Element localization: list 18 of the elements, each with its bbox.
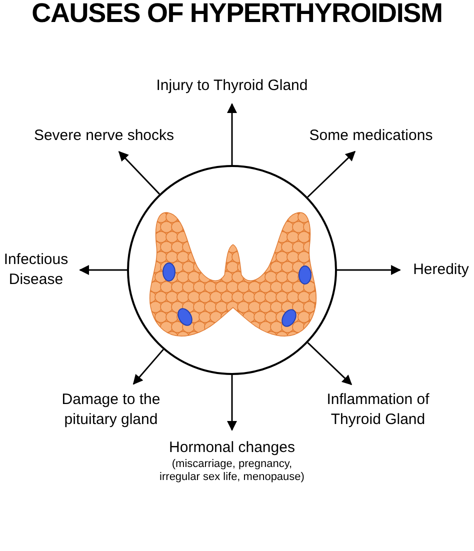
cause-label: Damage to the pituitary gland [60,390,162,430]
cause-label: Hormonal changes [169,438,295,458]
cause-label: Inflammation of Thyroid Gland [326,390,430,430]
cause-label: Heredity [413,260,469,280]
arrow [227,375,237,431]
cause-label: Infectious Disease [2,250,70,290]
arrow [337,265,401,275]
title: CAUSES OF HYPERTHYROIDISM [32,0,442,27]
arrow [307,150,356,198]
cause-label: Injury to Thyroid Gland [156,76,308,96]
cause-label: Severe nerve shocks [34,126,174,146]
arrow [118,151,160,195]
arrow [227,103,237,165]
arrow [132,348,164,385]
arrow [307,342,352,386]
cause-note: (miscarriage, pregnancy, irregular sex life, menopause) [158,458,306,484]
cause-label: Some medications [309,126,433,146]
arrow [79,265,127,275]
